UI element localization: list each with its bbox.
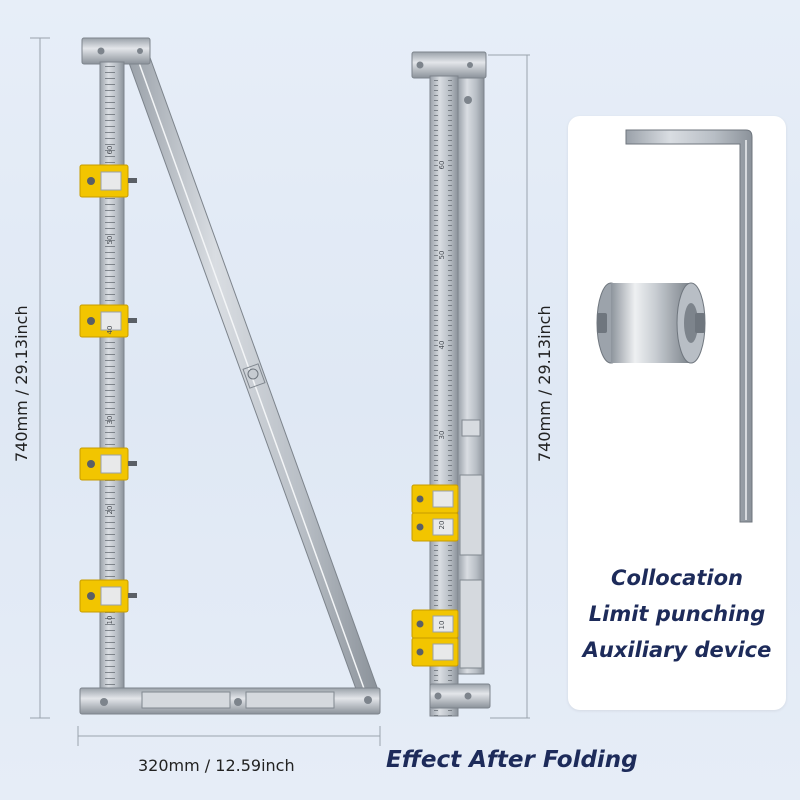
ruler-mark-20: 20 bbox=[106, 506, 114, 515]
ruler-mark-20-folded: 20 bbox=[438, 521, 446, 530]
hex-key-icon bbox=[625, 129, 753, 523]
folded-tool bbox=[411, 51, 491, 717]
folded-caption: Effect After Folding bbox=[386, 747, 638, 773]
width-dimension-label: 320mm / 12.59inch bbox=[138, 756, 295, 775]
accessories-caption: Collocation Limit punching Auxiliary dev… bbox=[568, 560, 786, 668]
collar-stop-icon bbox=[596, 282, 706, 364]
ruler-mark-30: 30 bbox=[106, 416, 114, 425]
ruler-mark-10-folded: 10 bbox=[438, 621, 446, 630]
ruler-mark-60: 60 bbox=[106, 146, 114, 155]
ruler-mark-40-folded: 40 bbox=[438, 341, 446, 350]
dimension-lines bbox=[30, 37, 530, 746]
ruler-mark-50: 50 bbox=[106, 236, 114, 245]
accessories-line-2: Limit punching bbox=[588, 602, 766, 626]
ruler-mark-50-folded: 50 bbox=[438, 251, 446, 260]
ruler-mark-40: 40 bbox=[106, 326, 114, 335]
ruler-mark-10: 10 bbox=[106, 616, 114, 625]
ruler-mark-60-folded: 60 bbox=[438, 161, 446, 170]
unfolded-tool bbox=[79, 37, 381, 715]
ruler-mark-30-folded: 30 bbox=[438, 431, 446, 440]
accessories-line-3: Auxiliary device bbox=[582, 638, 772, 662]
accessories-line-1: Collocation bbox=[611, 566, 743, 590]
